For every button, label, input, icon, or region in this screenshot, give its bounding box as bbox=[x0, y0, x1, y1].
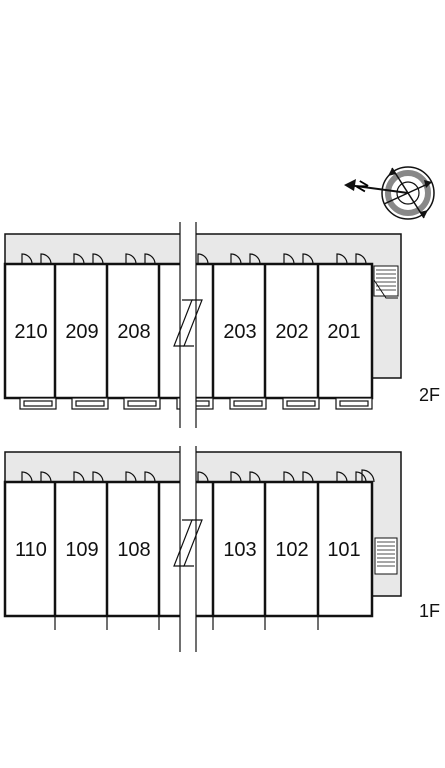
unit-label-202: 202 bbox=[275, 321, 308, 343]
floor-1f-plan bbox=[3, 446, 402, 652]
unit-label-110: 110 bbox=[15, 539, 47, 561]
unit-label-201: 201 bbox=[327, 321, 360, 343]
compass-rose-icon bbox=[344, 166, 435, 220]
unit-label-101: 101 bbox=[327, 539, 360, 561]
floor-label-1f: 1F bbox=[419, 601, 440, 621]
unit-label-102: 102 bbox=[275, 539, 308, 561]
unit-label-209: 209 bbox=[65, 321, 98, 343]
unit-label-208: 208 bbox=[117, 321, 150, 343]
floor-label-2f: 2F bbox=[419, 385, 440, 405]
unit-label-203: 203 bbox=[223, 321, 256, 343]
unit-label-108: 108 bbox=[117, 539, 150, 561]
unit-label-103: 103 bbox=[223, 539, 256, 561]
unit-label-210: 210 bbox=[14, 321, 47, 343]
floor-2f-plan bbox=[3, 222, 402, 428]
unit-label-109: 109 bbox=[65, 539, 98, 561]
compass-north-label: N bbox=[353, 178, 372, 195]
